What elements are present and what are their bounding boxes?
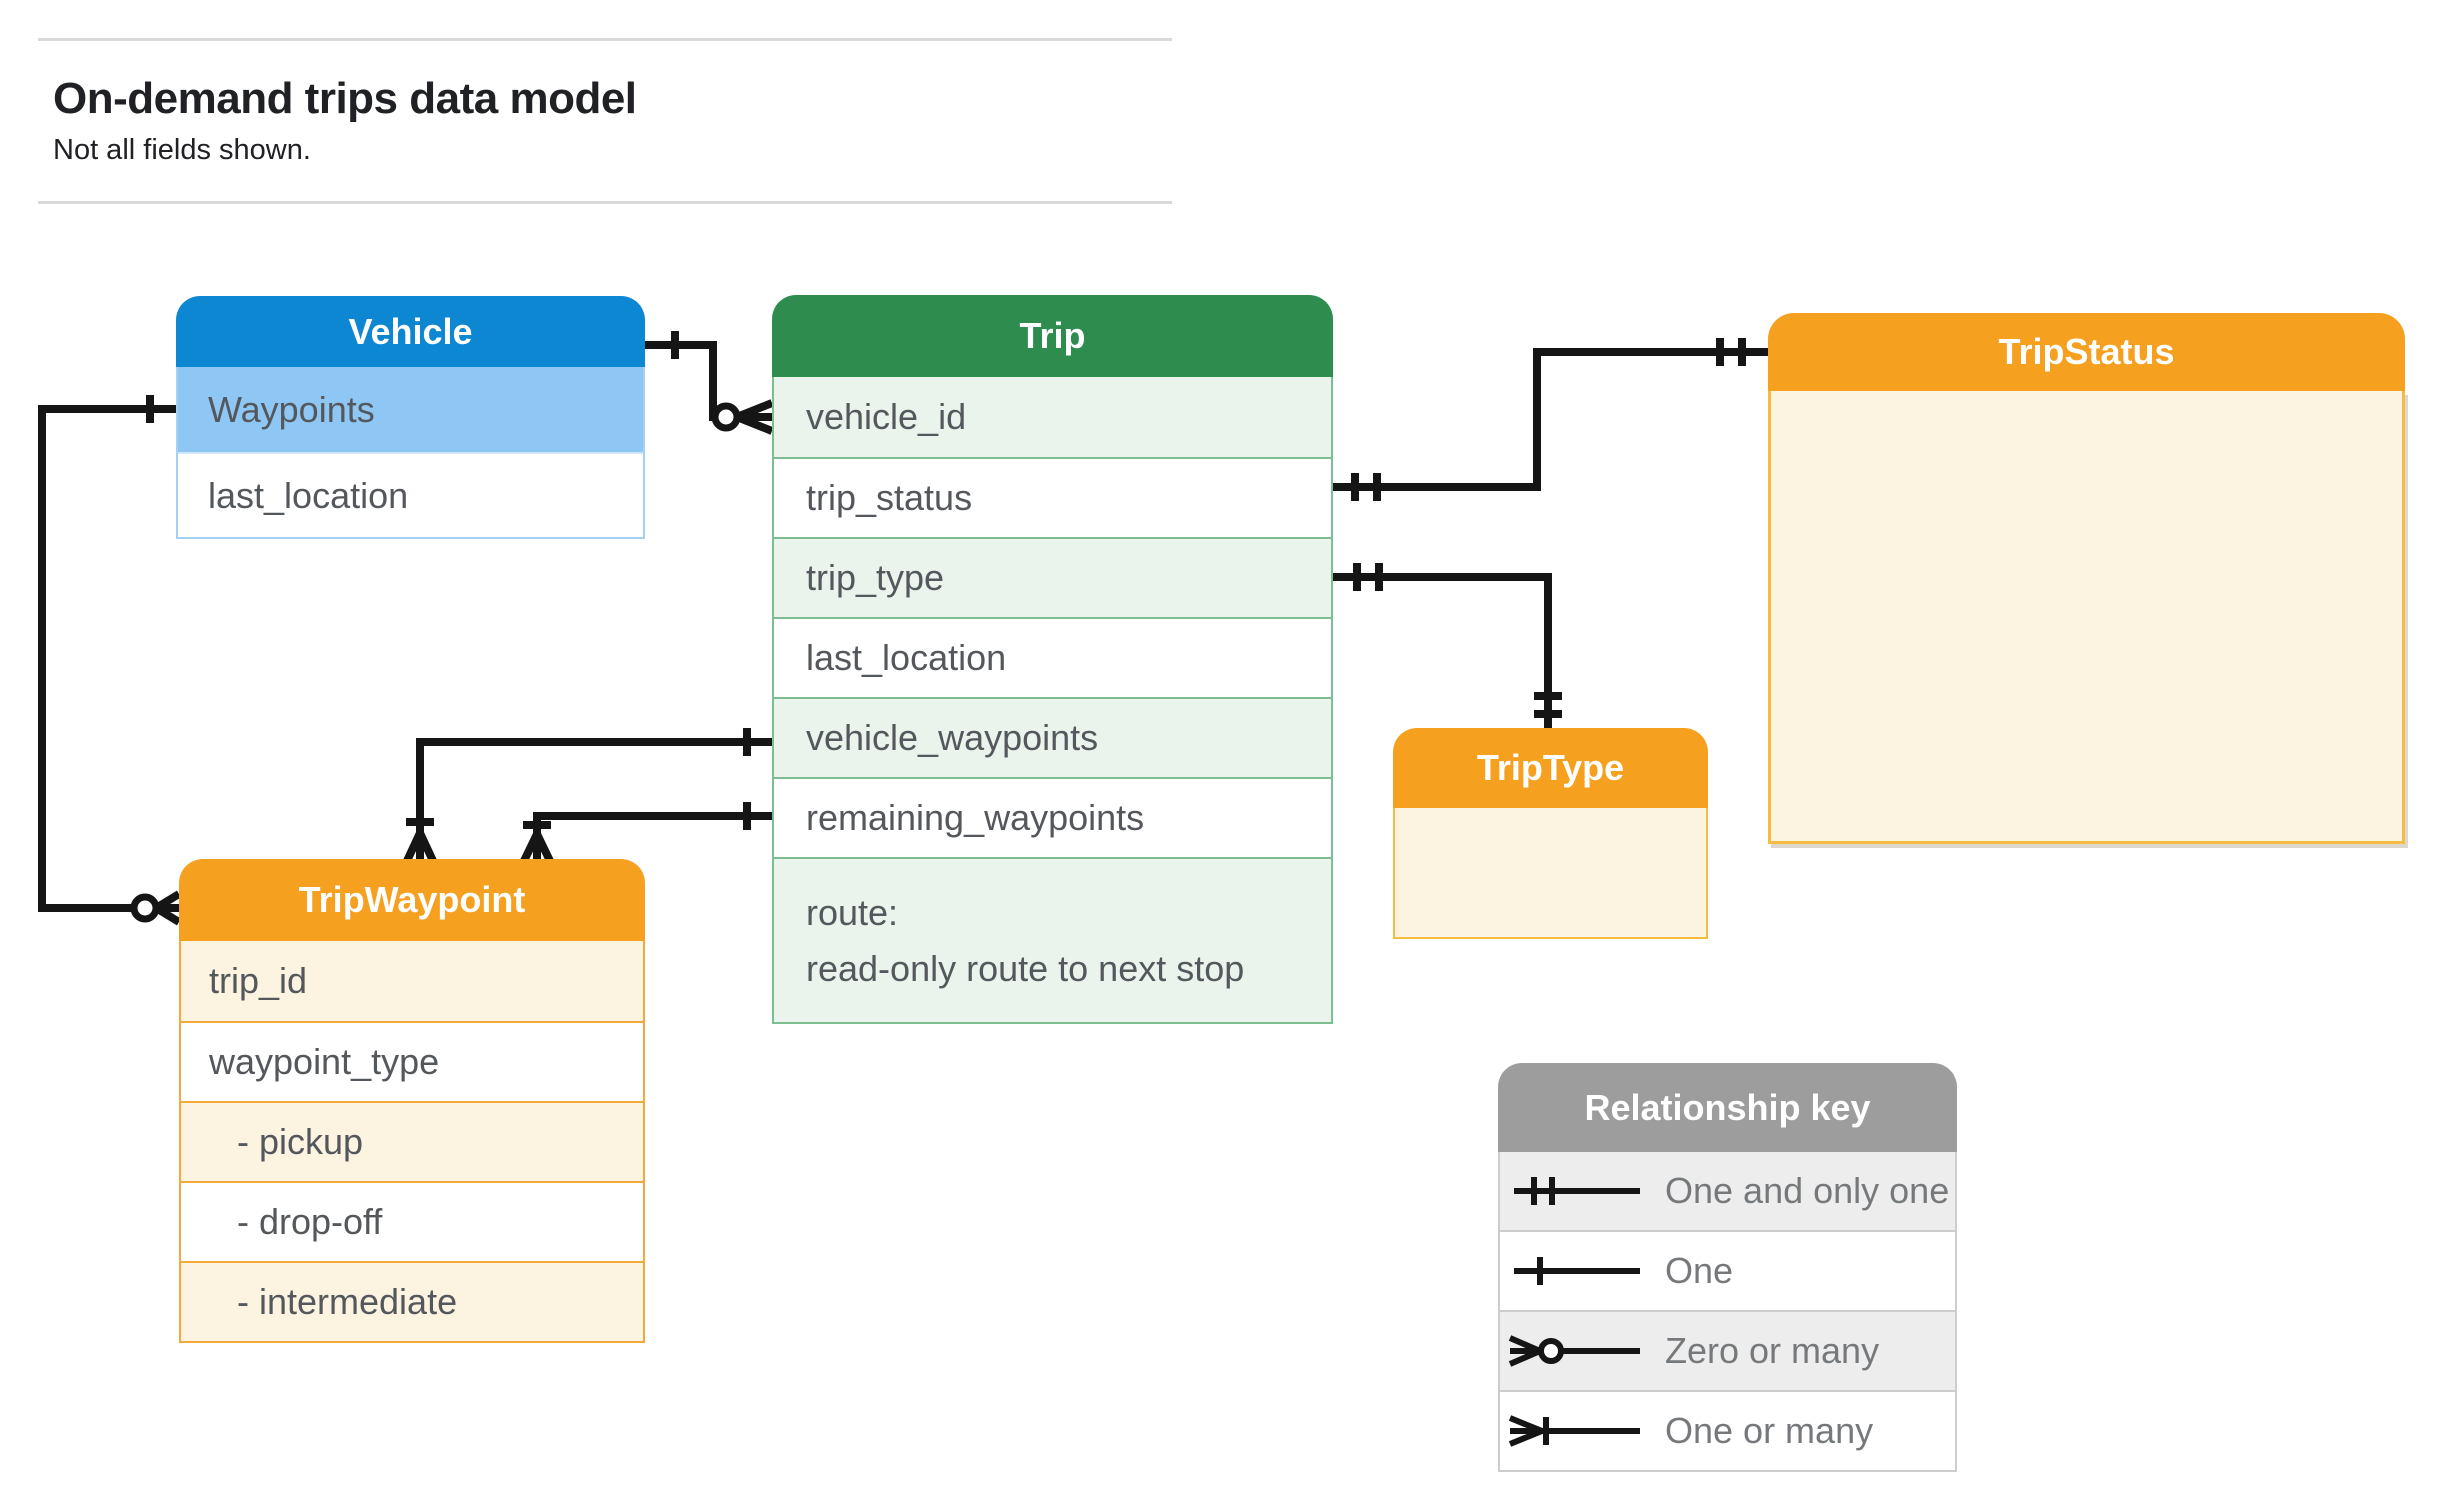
entity-tripwaypoint: TripWaypoint trip_id waypoint_type - picku… bbox=[179, 859, 645, 1343]
double-tick bbox=[1351, 473, 1381, 501]
relationship-key-body: One and only one One Zero or many One or… bbox=[1498, 1152, 1957, 1472]
entity-tripstatus-body bbox=[1768, 391, 2405, 844]
field-row: trip_type bbox=[774, 537, 1331, 617]
field-row: - drop-off bbox=[181, 1181, 643, 1261]
double-tick bbox=[1353, 563, 1383, 591]
legend-label: One or many bbox=[1665, 1410, 1874, 1451]
relationship-key-header: Relationship key bbox=[1498, 1063, 1957, 1152]
entity-trip-header: Trip bbox=[772, 295, 1333, 377]
field-label: - pickup bbox=[237, 1121, 364, 1162]
connector-trip-status-to-tripstatus bbox=[1333, 338, 1768, 501]
field-label: route: bbox=[806, 891, 899, 933]
entity-tripstatus: TripStatus bbox=[1768, 313, 2405, 844]
connector-trip-type-to-triptype bbox=[1333, 563, 1562, 728]
field-row: last_location bbox=[774, 617, 1331, 697]
legend-row: Zero or many bbox=[1500, 1310, 1955, 1390]
legend-label: One and only one bbox=[1665, 1170, 1950, 1211]
field-row: Waypoints bbox=[178, 367, 643, 452]
field-label: trip_status bbox=[806, 477, 973, 518]
crow-foot-icon bbox=[735, 399, 774, 435]
field-label: Waypoints bbox=[208, 388, 375, 430]
field-row: route: read-only route to next stop bbox=[774, 857, 1331, 1022]
field-row: vehicle_waypoints bbox=[774, 697, 1331, 777]
field-label: vehicle_id bbox=[806, 396, 967, 437]
double-tick bbox=[1534, 692, 1562, 718]
one-or-many-symbol bbox=[1500, 1392, 1665, 1470]
zero-or-many-symbol bbox=[1500, 1312, 1665, 1390]
zero-circle bbox=[711, 402, 741, 432]
page-title: On-demand trips data model bbox=[53, 74, 637, 123]
entity-triptype: TripType bbox=[1393, 728, 1708, 939]
legend-label: Zero or many bbox=[1665, 1330, 1880, 1371]
field-row: trip_id bbox=[181, 941, 643, 1021]
field-label: last_location bbox=[208, 474, 409, 516]
one-and-only-one-symbol bbox=[1500, 1152, 1665, 1230]
field-sublabel: read-only route to next stop bbox=[806, 947, 1245, 989]
field-label: waypoint_type bbox=[209, 1041, 440, 1082]
relationship-key: Relationship key One and only one One Ze… bbox=[1498, 1063, 1957, 1472]
crow-foot-icon bbox=[519, 832, 555, 865]
field-label: - intermediate bbox=[237, 1281, 458, 1322]
field-row: remaining_waypoints bbox=[774, 777, 1331, 857]
field-row: vehicle_id bbox=[774, 377, 1331, 457]
field-label: vehicle_waypoints bbox=[806, 717, 1099, 758]
field-row: - intermediate bbox=[181, 1261, 643, 1341]
entity-trip: Trip vehicle_id trip_status trip_type last_… bbox=[772, 295, 1333, 1024]
page-subtitle: Not all fields shown. bbox=[53, 134, 311, 166]
field-row: waypoint_type bbox=[181, 1021, 643, 1101]
field-row: trip_status bbox=[774, 457, 1331, 537]
connector-vehicle-to-tripwaypoint bbox=[38, 395, 182, 926]
field-label: remaining_waypoints bbox=[806, 797, 1145, 838]
crow-foot-icon bbox=[402, 831, 438, 865]
connector-vehicle-waypoints-to-tripwaypoint bbox=[402, 728, 772, 865]
field-row: - pickup bbox=[181, 1101, 643, 1181]
entity-vehicle-header: Vehicle bbox=[176, 296, 645, 367]
zero-circle bbox=[130, 893, 160, 923]
entity-triptype-header: TripType bbox=[1393, 728, 1708, 808]
entity-tripwaypoint-header: TripWaypoint bbox=[179, 859, 645, 941]
one-symbol bbox=[1500, 1232, 1665, 1310]
legend-row: One bbox=[1500, 1230, 1955, 1310]
connector-remaining-waypoints-to-tripwaypoint bbox=[519, 802, 772, 865]
legend-row: One or many bbox=[1500, 1390, 1955, 1470]
connector-vehicle-to-trip bbox=[645, 331, 774, 435]
entity-tripwaypoint-body: trip_id waypoint_type - pickup - drop-off - … bbox=[179, 941, 645, 1343]
title-bottom-rule bbox=[38, 201, 1172, 204]
field-row: last_location bbox=[178, 452, 643, 537]
legend-label: One bbox=[1665, 1250, 1734, 1291]
field-label: last_location bbox=[806, 637, 1007, 678]
field-label: trip_type bbox=[806, 557, 945, 598]
entity-vehicle-body: Waypoints last_location bbox=[176, 367, 645, 539]
entity-vehicle: Vehicle Waypoints last_location bbox=[176, 296, 645, 539]
title-top-rule bbox=[38, 38, 1172, 41]
entity-triptype-body bbox=[1393, 808, 1708, 939]
field-label: trip_id bbox=[209, 960, 308, 1001]
double-tick bbox=[1716, 338, 1746, 366]
legend-row: One and only one bbox=[1500, 1152, 1955, 1230]
entity-tripstatus-header: TripStatus bbox=[1768, 313, 2405, 391]
field-label: - drop-off bbox=[237, 1201, 383, 1242]
entity-trip-body: vehicle_id trip_status trip_type last_locat… bbox=[772, 377, 1333, 1024]
crow-foot-icon bbox=[153, 890, 182, 926]
